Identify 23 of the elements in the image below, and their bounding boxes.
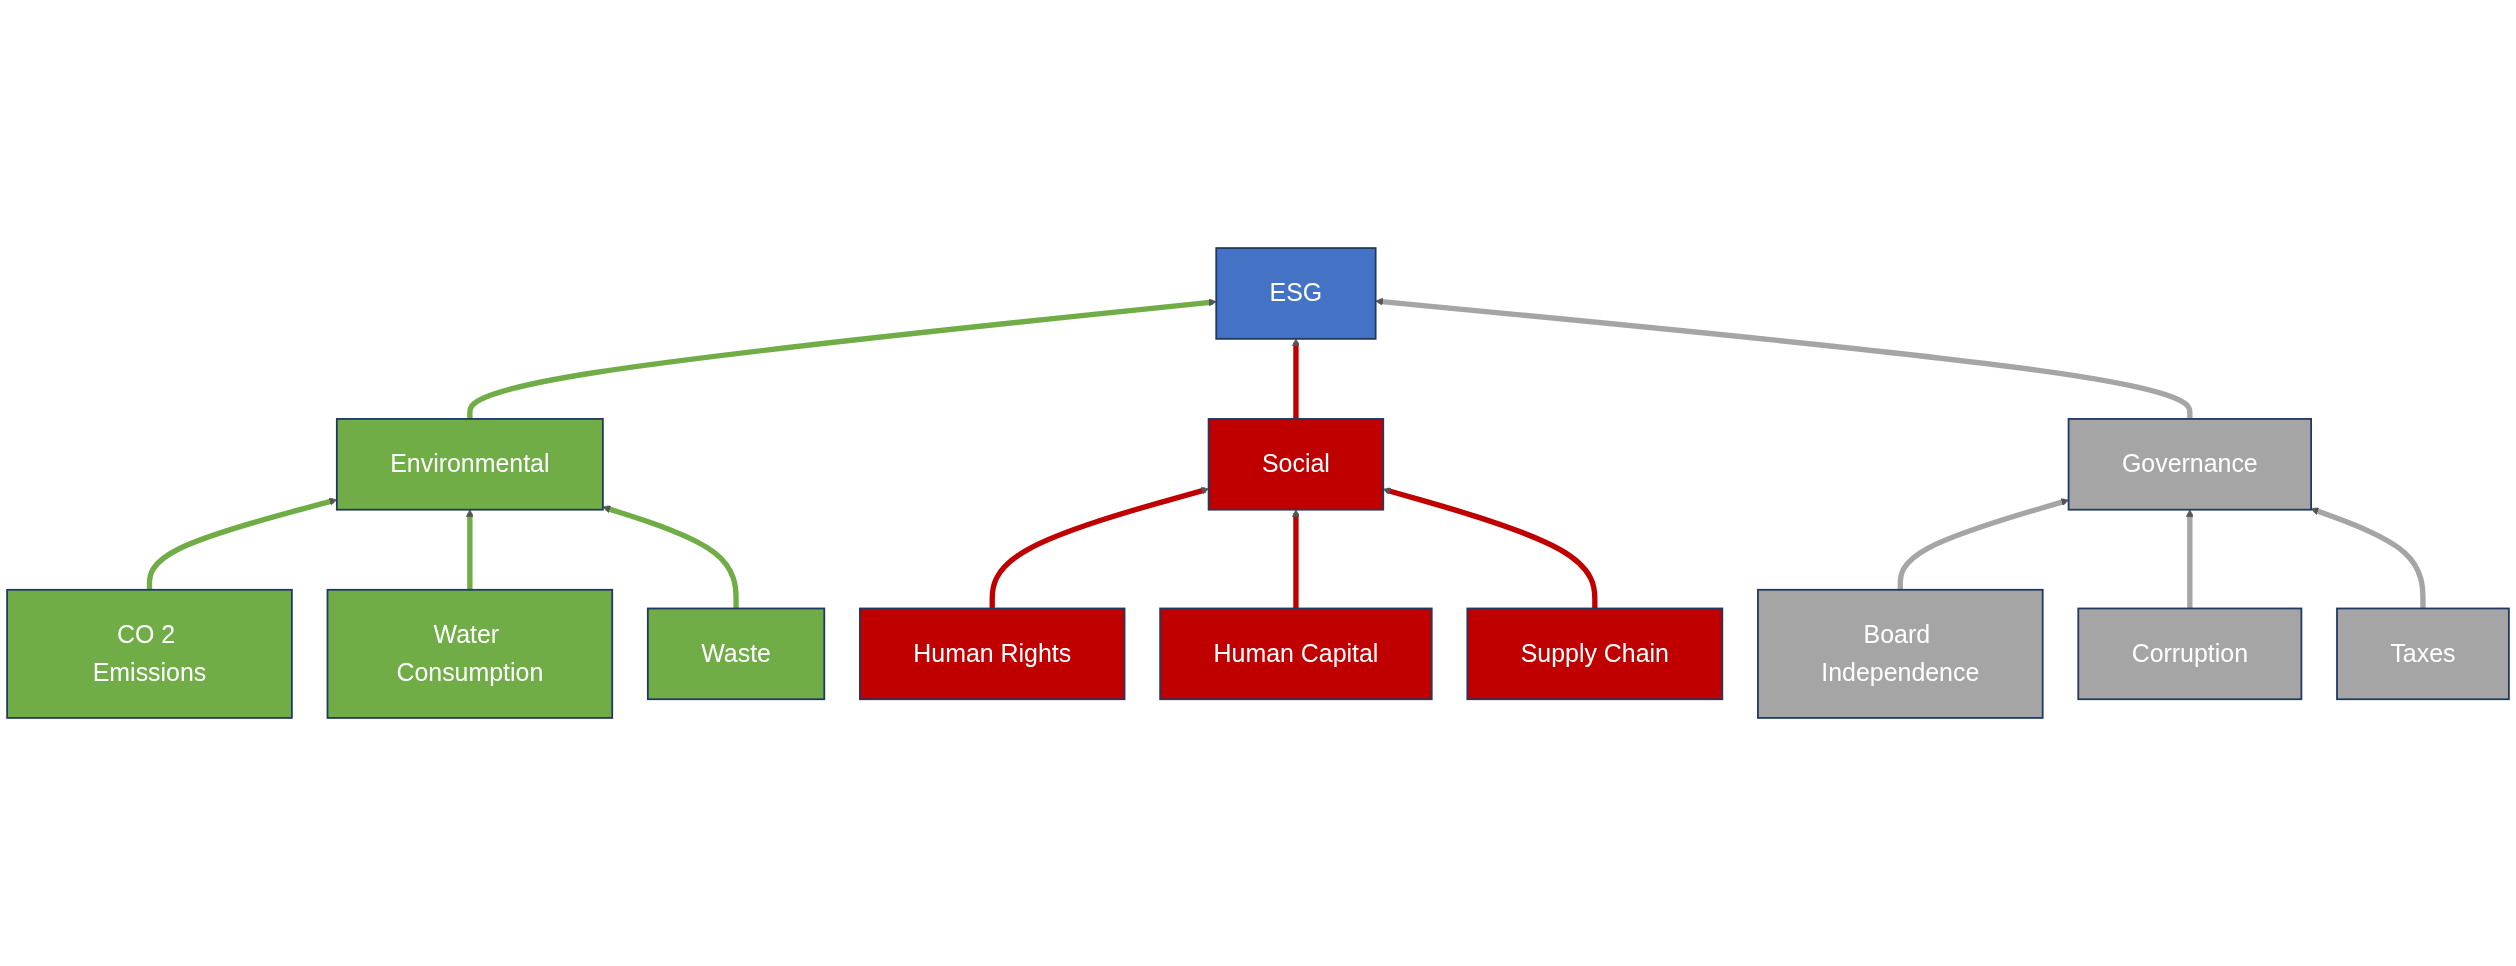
node-box: Water Consumption: [326, 588, 614, 719]
node-box: Corruption: [2077, 607, 2303, 701]
node-box: Supply Chain: [1466, 607, 1724, 701]
node-box: Waste: [646, 607, 826, 701]
arrow: [989, 487, 1209, 609]
node-box: ESG: [1215, 247, 1377, 340]
arrow: [2185, 509, 2194, 609]
node-box: Human Capital: [1159, 607, 1433, 701]
arrow: [467, 298, 1217, 419]
node-box: CO 2 Emissions: [6, 588, 293, 719]
node-box: Board Independence: [1757, 588, 2044, 719]
arrow: [1292, 338, 1300, 419]
arrow: [1292, 509, 1300, 609]
node-box: Human Rights: [859, 607, 1126, 701]
node-box: Social: [1207, 418, 1385, 511]
arrow: [2310, 507, 2426, 609]
node-box: Taxes: [2336, 607, 2510, 701]
arrow: [602, 505, 739, 609]
node-box: Governance: [2067, 418, 2312, 511]
node-box: Environmental: [335, 418, 604, 511]
arrow: [465, 509, 474, 590]
arrow: [1897, 498, 2069, 590]
arrow: [1375, 297, 2193, 419]
